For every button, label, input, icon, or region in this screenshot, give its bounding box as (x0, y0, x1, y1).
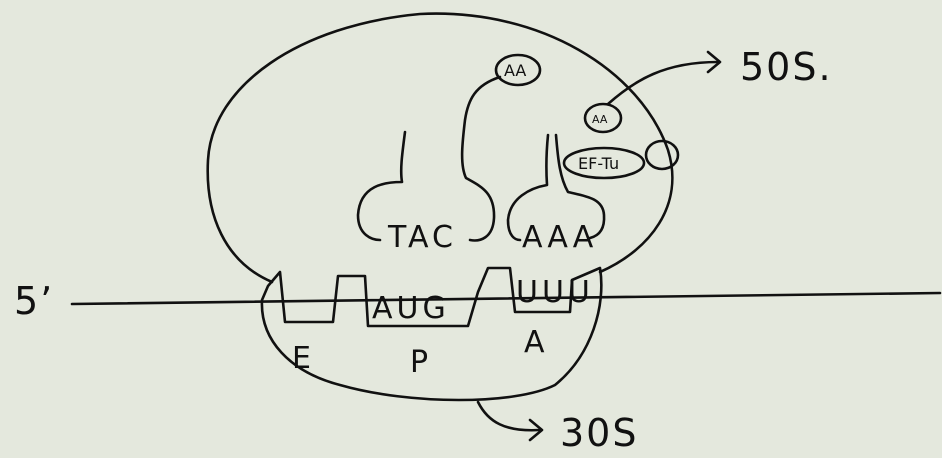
arrowhead-50s (706, 50, 722, 74)
a-site-amino-acid: AA (592, 113, 608, 126)
a-site-amino-acid-circle (583, 102, 623, 134)
a-site-trna (506, 133, 550, 242)
large-subunit-outline (206, 12, 674, 284)
a-site-trna-right (554, 133, 606, 240)
small-subunit-label: 30S (560, 411, 638, 455)
p-site-anticodon: TAC (387, 220, 457, 255)
p-site-codon: AUG (372, 291, 450, 326)
arrow-to-30s (476, 400, 542, 432)
arrowhead-30s (528, 418, 544, 442)
p-site-trna (356, 130, 407, 242)
e-site-label: E (292, 341, 315, 376)
a-site-anticodon: AAA (522, 220, 597, 255)
ef-tu-ellipse (562, 146, 646, 180)
p-site-trna-right (460, 75, 502, 242)
large-subunit-label: 50S. (740, 45, 833, 89)
mrna-strand (70, 291, 942, 306)
arrow-to-50s (606, 60, 720, 106)
small-subunit-outline (260, 266, 603, 402)
p-site-amino-acid: AA (504, 61, 526, 80)
ef-tu-loop (644, 139, 680, 171)
a-site-codon: UUU (516, 275, 594, 310)
a-site-label: A (524, 325, 549, 360)
p-site-amino-acid-circle (494, 53, 542, 87)
ef-tu-label: EF-Tu (578, 154, 619, 173)
p-site-label: P (410, 345, 432, 380)
five-prime-label: 5’ (14, 279, 54, 323)
